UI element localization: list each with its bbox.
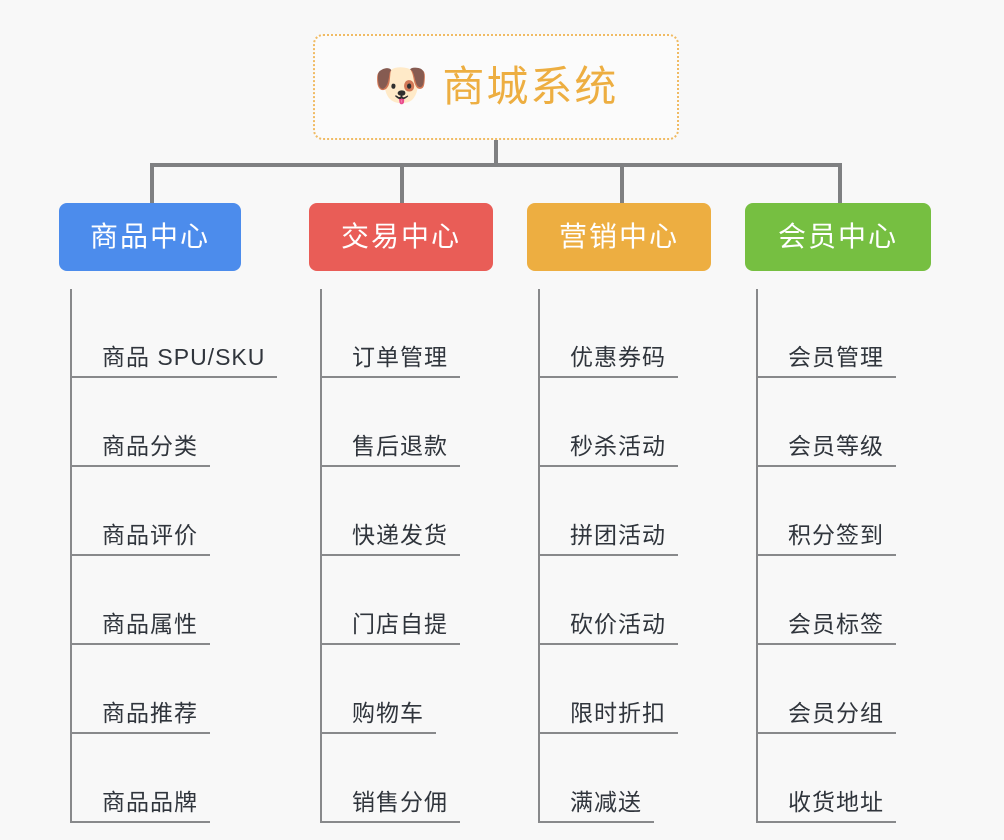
leaf-label: 积分签到: [758, 522, 896, 556]
leaf-item[interactable]: 快递发货: [322, 467, 493, 556]
leaf-label: 购物车: [322, 700, 436, 734]
leaf-item[interactable]: 购物车: [322, 645, 493, 734]
category-box-marketing[interactable]: 营销中心: [527, 203, 711, 271]
leaf-list-member: 会员管理 会员等级 积分签到 会员标签 会员分组 收货地址: [756, 289, 931, 823]
category-box-member[interactable]: 会员中心: [745, 203, 931, 271]
leaf-item[interactable]: 销售分佣: [322, 734, 493, 823]
leaf-item[interactable]: 秒杀活动: [540, 378, 711, 467]
connector-trunk-horizontal: [150, 163, 840, 167]
leaf-item[interactable]: 商品推荐: [72, 645, 277, 734]
leaf-label: 会员分组: [758, 700, 896, 734]
leaf-item[interactable]: 订单管理: [322, 289, 493, 378]
leaf-item[interactable]: 商品 SPU/SKU: [72, 289, 278, 378]
leaf-item[interactable]: 商品品牌: [72, 734, 277, 823]
category-label: 会员中心: [777, 221, 898, 252]
leaf-label: 门店自提: [322, 611, 460, 645]
leaf-label: 限时折扣: [540, 700, 678, 734]
leaf-label: 优惠券码: [540, 344, 678, 378]
leaf-item[interactable]: 会员等级: [758, 378, 931, 467]
branch-column-product: 商品中心 商品 SPU/SKU 商品分类 商品评价 商品属性 商品推荐 商品品牌: [59, 203, 278, 823]
leaf-item[interactable]: 优惠券码: [540, 289, 711, 378]
leaf-item[interactable]: 会员分组: [758, 645, 931, 734]
leaf-spine: [756, 289, 758, 823]
leaf-item[interactable]: 会员管理: [758, 289, 931, 378]
leaf-label: 商品 SPU/SKU: [72, 344, 278, 378]
leaf-list-trade: 订单管理 售后退款 快递发货 门店自提 购物车 销售分佣: [320, 289, 493, 823]
leaf-label: 快递发货: [322, 522, 460, 556]
leaf-label: 商品推荐: [72, 700, 210, 734]
branch-column-member: 会员中心 会员管理 会员等级 积分签到 会员标签 会员分组 收货地址: [745, 203, 931, 823]
category-label: 营销中心: [558, 221, 679, 252]
leaf-label: 销售分佣: [322, 789, 460, 823]
leaf-spine: [320, 289, 322, 823]
leaf-label: 商品分类: [72, 433, 210, 467]
category-label: 商品中心: [89, 221, 210, 252]
connector-trunk-vertical: [494, 140, 498, 167]
leaf-spine: [70, 289, 72, 823]
leaf-label: 秒杀活动: [540, 433, 678, 467]
leaf-item[interactable]: 拼团活动: [540, 467, 711, 556]
leaf-item[interactable]: 商品评价: [72, 467, 277, 556]
leaf-item[interactable]: 满减送: [540, 734, 711, 823]
root-title: 商城系统: [442, 63, 619, 110]
leaf-label: 订单管理: [322, 344, 460, 378]
category-box-product[interactable]: 商品中心: [59, 203, 241, 271]
leaf-item[interactable]: 售后退款: [322, 378, 493, 467]
connector-drop-1: [400, 163, 404, 203]
category-label: 交易中心: [340, 221, 461, 252]
leaf-label: 会员管理: [758, 344, 896, 378]
dog-face-icon: 🐶: [373, 61, 429, 110]
category-box-trade[interactable]: 交易中心: [309, 203, 493, 271]
leaf-item[interactable]: 积分签到: [758, 467, 931, 556]
leaf-label: 会员标签: [758, 611, 896, 645]
leaf-label: 会员等级: [758, 433, 896, 467]
leaf-item[interactable]: 商品属性: [72, 556, 277, 645]
connector-drop-3: [838, 163, 842, 203]
leaf-item[interactable]: 会员标签: [758, 556, 931, 645]
branch-column-marketing: 营销中心 优惠券码 秒杀活动 拼团活动 砍价活动 限时折扣 满减送: [527, 203, 711, 823]
leaf-list-marketing: 优惠券码 秒杀活动 拼团活动 砍价活动 限时折扣 满减送: [538, 289, 711, 823]
leaf-label: 砍价活动: [540, 611, 678, 645]
leaf-item[interactable]: 商品分类: [72, 378, 277, 467]
leaf-label: 收货地址: [758, 789, 896, 823]
leaf-label: 售后退款: [322, 433, 460, 467]
leaf-label: 满减送: [540, 789, 654, 823]
leaf-label: 商品属性: [72, 611, 210, 645]
leaf-list-product: 商品 SPU/SKU 商品分类 商品评价 商品属性 商品推荐 商品品牌: [70, 289, 278, 823]
leaf-label: 商品评价: [72, 522, 210, 556]
branch-column-trade: 交易中心 订单管理 售后退款 快递发货 门店自提 购物车 销售分佣: [309, 203, 493, 823]
leaf-item[interactable]: 门店自提: [322, 556, 493, 645]
leaf-label: 拼团活动: [540, 522, 678, 556]
leaf-label: 商品品牌: [72, 789, 210, 823]
connector-drop-2: [620, 163, 624, 203]
connector-drop-0: [150, 163, 154, 203]
leaf-spine: [538, 289, 540, 823]
leaf-item[interactable]: 限时折扣: [540, 645, 711, 734]
leaf-item[interactable]: 砍价活动: [540, 556, 711, 645]
leaf-item[interactable]: 收货地址: [758, 734, 931, 823]
root-node[interactable]: 🐶 商城系统: [313, 34, 679, 140]
